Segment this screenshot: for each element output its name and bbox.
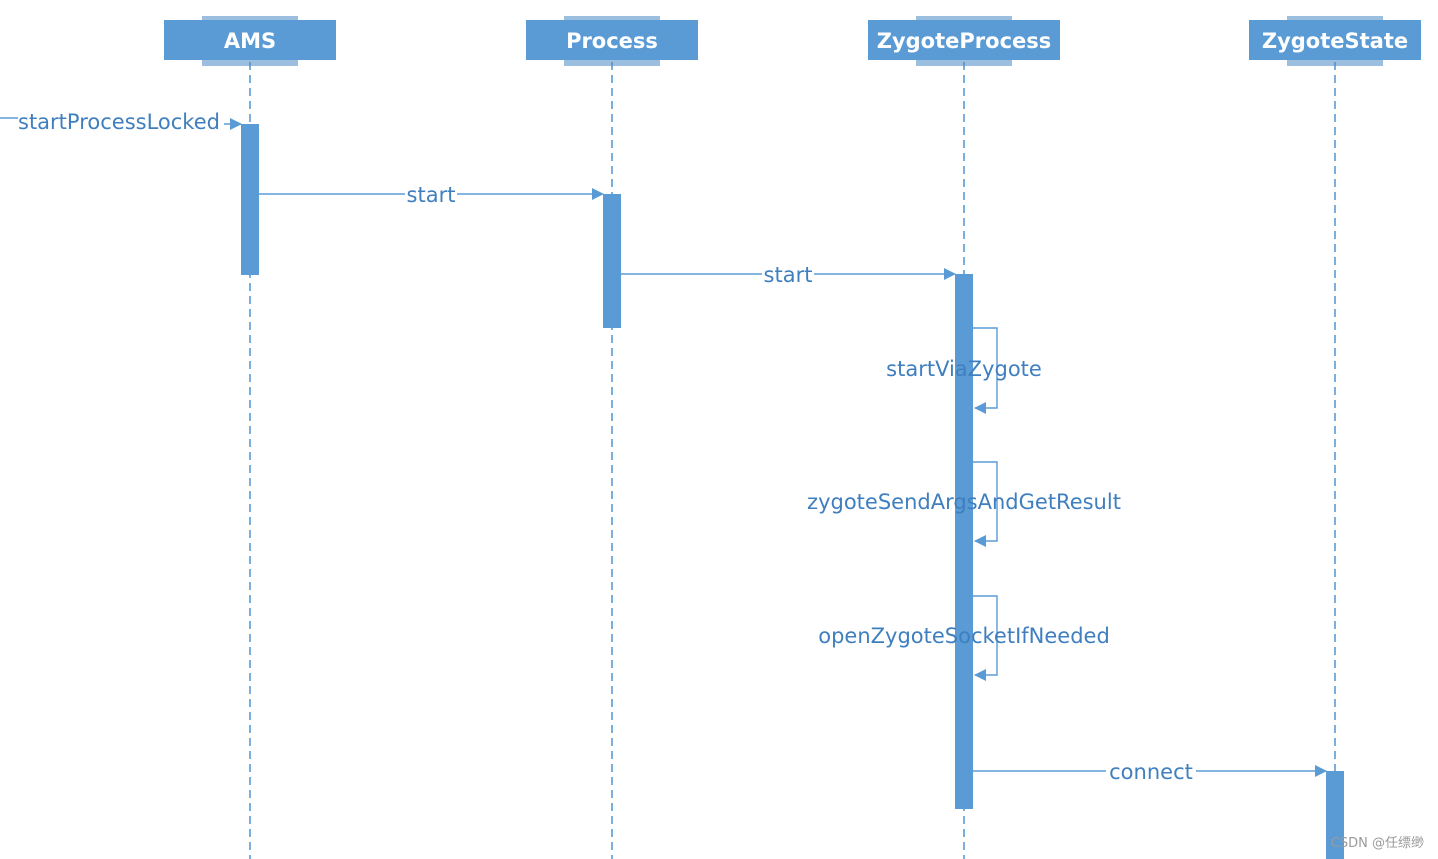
lifeline-zygotestate-title: ZygoteState bbox=[1262, 29, 1408, 53]
message-startviazygote-label: startViaZygote bbox=[886, 357, 1042, 381]
lifeline-ams-header[interactable] bbox=[164, 20, 336, 60]
message-connect[interactable]: connect bbox=[973, 759, 1327, 784]
activation-process[interactable] bbox=[603, 194, 621, 328]
activation-zygoteprocess[interactable] bbox=[955, 274, 973, 809]
activation-ams[interactable] bbox=[241, 124, 259, 275]
message-start-process-zygote-label-bg bbox=[762, 262, 814, 286]
message-startprocesslocked[interactable]: startProcessLocked bbox=[0, 110, 242, 134]
lifeline-zygotestate-header[interactable] bbox=[1249, 20, 1421, 60]
activation-zygotestate[interactable] bbox=[1326, 771, 1344, 859]
message-start-ams-process-label-bg bbox=[405, 182, 457, 206]
message-start-process-zygote[interactable]: start bbox=[621, 262, 956, 287]
message-zygotesendargs[interactable]: zygoteSendArgsAndGetResult bbox=[807, 461, 1121, 547]
message-start-ams-process[interactable]: start bbox=[259, 182, 604, 207]
lifeline-ams: AMS bbox=[164, 16, 336, 859]
message-startprocesslocked-label: startProcessLocked bbox=[18, 110, 220, 134]
message-connect-label: connect bbox=[1109, 760, 1193, 784]
message-connect-label-bg bbox=[1106, 759, 1196, 783]
lifeline-process-title: Process bbox=[566, 29, 658, 53]
lifeline-zygotestate: ZygoteState bbox=[1249, 16, 1421, 859]
message-zygotesendargs-label: zygoteSendArgsAndGetResult bbox=[807, 490, 1121, 514]
lifeline-process: Process bbox=[526, 16, 698, 859]
message-startviazygote[interactable]: startViaZygote bbox=[886, 327, 1042, 414]
message-zygotesendargs-arrow bbox=[973, 461, 998, 547]
message-startviazygote-arrow bbox=[973, 327, 998, 414]
lifeline-zygoteprocess: ZygoteProcess bbox=[868, 16, 1060, 859]
lifeline-zygoteprocess-header[interactable] bbox=[868, 20, 1060, 60]
message-start-process-zygote-label: start bbox=[764, 263, 813, 287]
lifeline-zygoteprocess-title: ZygoteProcess bbox=[877, 29, 1052, 53]
lifeline-ams-title: AMS bbox=[224, 29, 276, 53]
message-openzygotesocket[interactable]: openZygoteSocketIfNeeded bbox=[818, 595, 1110, 681]
lifeline-process-header[interactable] bbox=[526, 20, 698, 60]
message-openzygotesocket-label: openZygoteSocketIfNeeded bbox=[818, 624, 1110, 648]
message-openzygotesocket-arrow bbox=[973, 595, 998, 681]
message-start-ams-process-label: start bbox=[407, 183, 456, 207]
watermark: CSDN @任缥缈 bbox=[1330, 836, 1424, 851]
